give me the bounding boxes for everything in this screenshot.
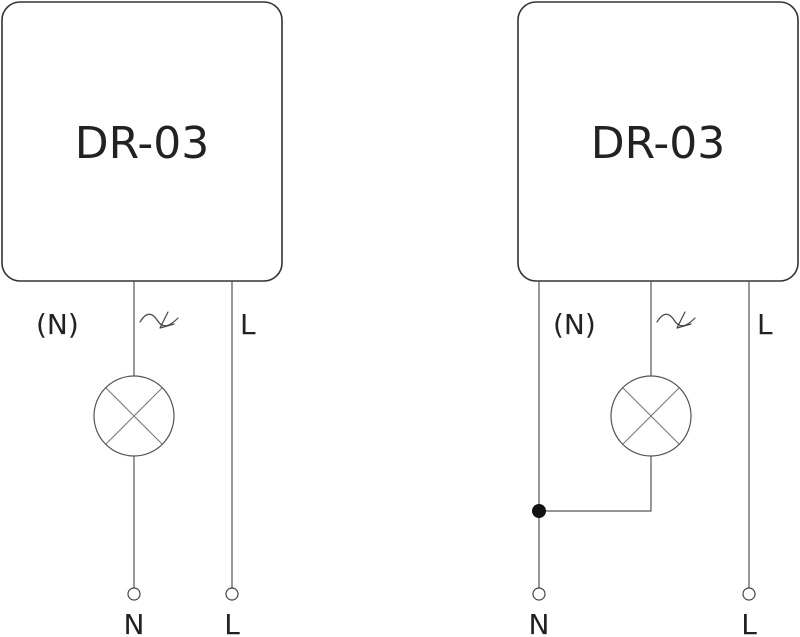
device-label-right: DR-03 — [591, 118, 726, 169]
terminal-icon — [127, 587, 141, 601]
device-box-right — [517, 1, 799, 282]
terminal-l-label-left: L — [224, 608, 240, 637]
dimmer-symbol-icon — [139, 311, 179, 329]
terminal-n-label-left: N — [124, 608, 145, 637]
device-label-left: DR-03 — [75, 118, 210, 169]
junction-dot-icon — [532, 504, 546, 518]
line-label-left: L — [240, 308, 256, 341]
terminal-l-label-right: L — [741, 608, 757, 637]
terminal-icon — [742, 587, 756, 601]
terminal-icon — [225, 587, 239, 601]
lamp-icon — [610, 375, 692, 457]
neutral-label-left: (N) — [36, 308, 79, 341]
lamp-return-wire-right — [539, 456, 652, 512]
terminal-icon — [532, 587, 546, 601]
terminal-n-label-right: N — [529, 608, 550, 637]
left-wiring-diagram: DR-03 (N) L N L — [1, 1, 283, 637]
line-label-right: L — [757, 308, 773, 341]
neutral-label-right: (N) — [553, 308, 596, 341]
dimmer-symbol-icon — [656, 311, 696, 329]
right-wiring-diagram: DR-03 (N) L N L — [517, 1, 799, 637]
device-box-left — [1, 1, 283, 282]
lamp-icon — [93, 375, 175, 457]
